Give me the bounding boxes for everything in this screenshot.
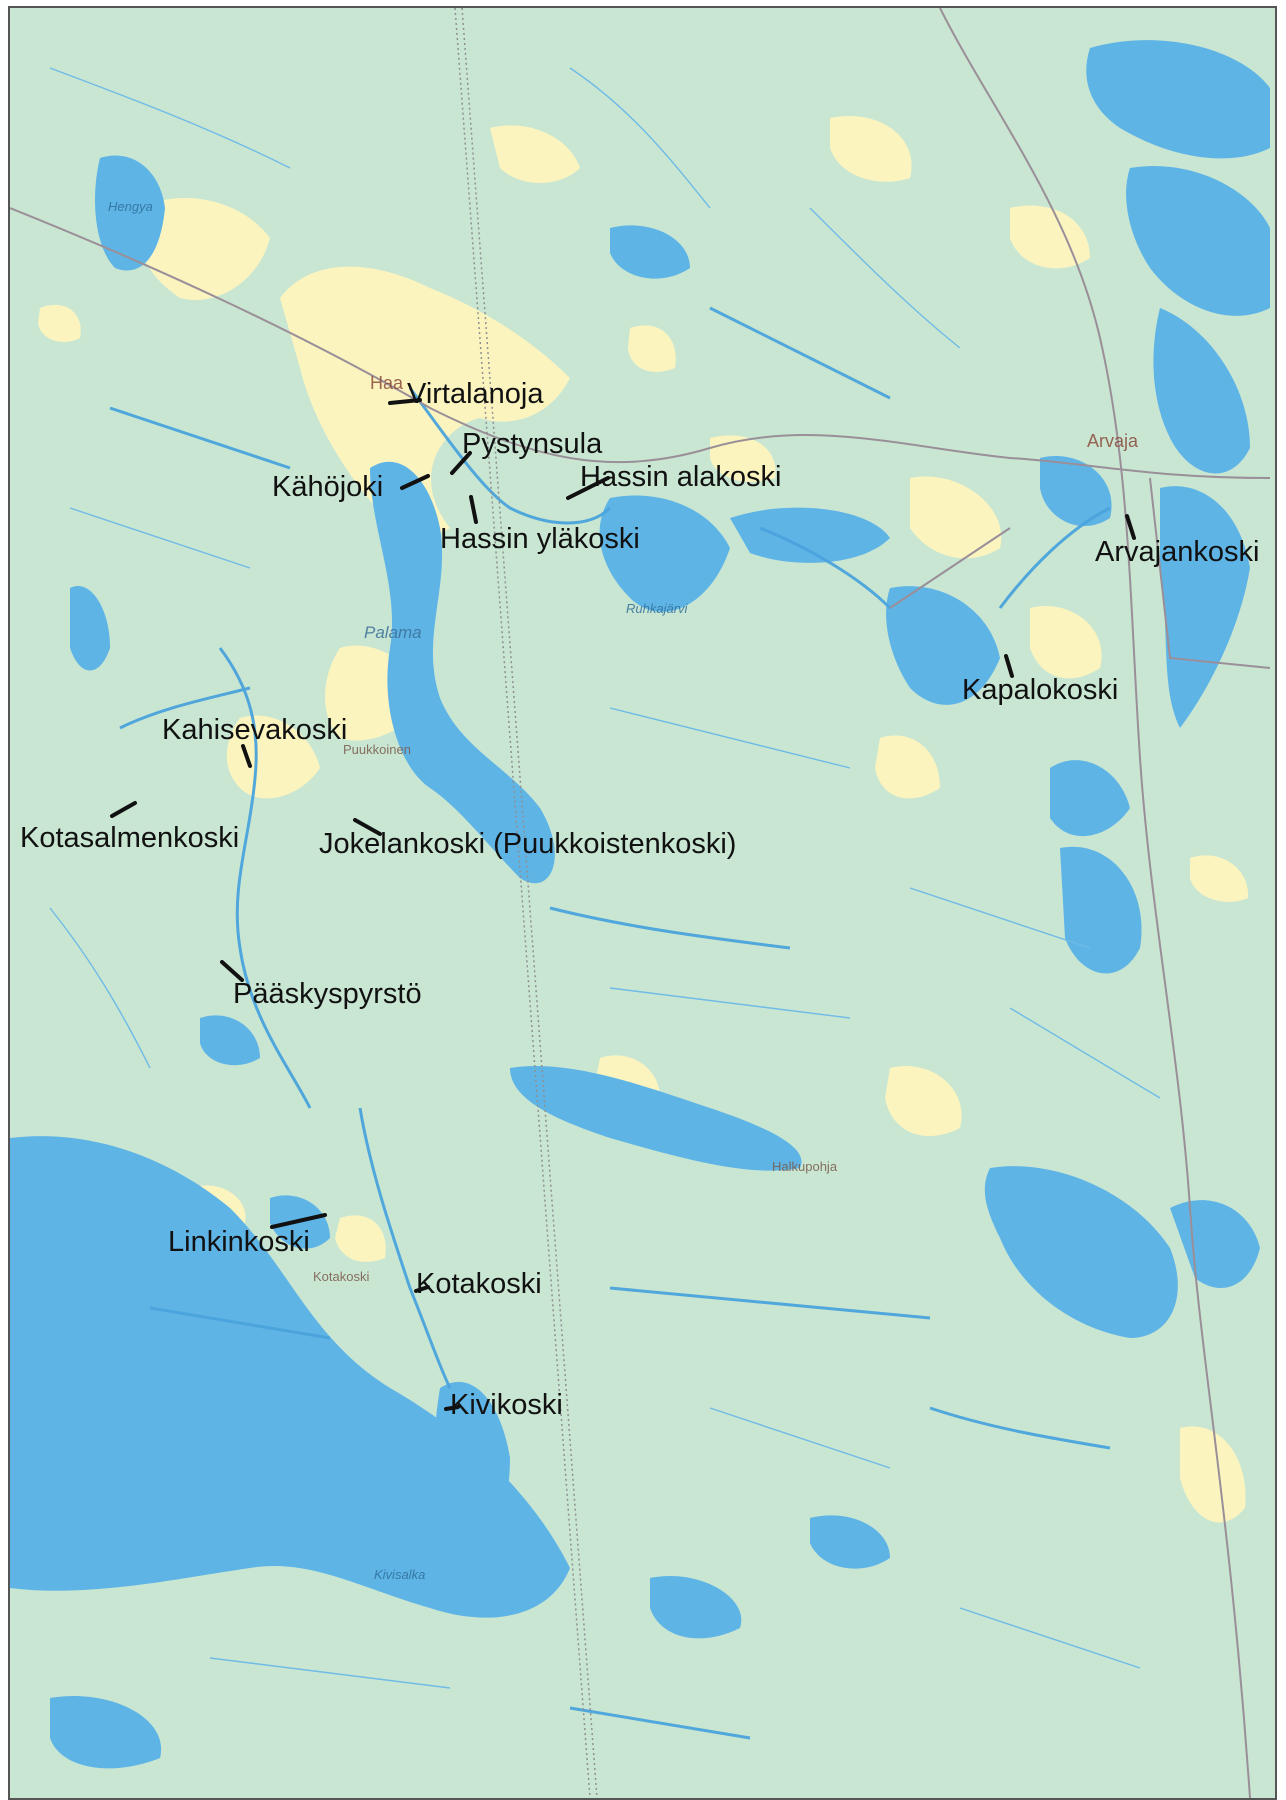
label-kotasalmenkoski: Kotasalmenkoski: [20, 822, 240, 854]
label-hassin-ylakoski: Hassin yläkoski: [440, 523, 640, 555]
label-virtalanoja: Virtalanoja: [407, 378, 544, 410]
roads: [10, 8, 1271, 1798]
map-name-hengya: Hengya: [108, 199, 153, 214]
map-name-puukkoinen: Puukkoinen: [343, 742, 411, 757]
leader-virtalanoja: [388, 398, 422, 405]
field-areas: [38, 116, 1249, 1523]
leader-jokelankoski: [353, 818, 382, 836]
leader-kapalokoski: [1004, 654, 1014, 678]
map-name-ruhkajarvi: Ruhkajärvi: [626, 601, 688, 616]
leader-kahisevakoski: [241, 744, 252, 768]
label-kapalokoski: Kapalokoski: [962, 674, 1119, 706]
leader-lines: [110, 398, 1136, 1411]
lakes: [10, 40, 1270, 1769]
map[interactable]: Arvaja Palama Puukkoinen Halkupohja Kota…: [8, 6, 1277, 1800]
leader-pystynsula: [450, 451, 472, 475]
leader-hassin-ylakoski: [469, 495, 478, 524]
map-name-kotakoski-village: Kotakoski: [313, 1269, 370, 1284]
leader-kivikoski: [444, 1405, 460, 1411]
map-name-haapa: Haa: [370, 373, 404, 393]
map-name-palama: Palama: [364, 623, 422, 642]
label-hassin-alakoski: Hassin alakoski: [580, 461, 782, 493]
label-paaskyspyrsto: Pääskyspyrstö: [233, 978, 422, 1010]
label-kahisevakoski: Kahisevakoski: [162, 714, 348, 746]
leader-kotakoski: [414, 1285, 430, 1293]
leader-kahojoki: [400, 474, 430, 490]
label-linkinkoski: Linkinkoski: [168, 1226, 310, 1258]
leader-arvajankoski: [1125, 514, 1136, 540]
leader-paaskyspyrsto: [220, 960, 244, 982]
leader-hassin-alakoski: [566, 476, 610, 500]
label-kotakoski: Kotakoski: [416, 1268, 542, 1300]
map-name-kivisalka: Kivisalka: [374, 1567, 426, 1582]
label-kahojoki: Kähöjoki: [272, 471, 384, 503]
label-arvajankoski: Arvajankoski: [1095, 536, 1260, 568]
leader-kotasalmenkoski: [110, 801, 137, 818]
map-name-halkupohja: Halkupohja: [772, 1159, 838, 1174]
brooks: [49, 67, 1161, 1689]
map-canvas: [10, 8, 1275, 1798]
leader-linkinkoski: [270, 1213, 327, 1229]
map-name-arvaja: Arvaja: [1087, 431, 1139, 451]
streams: [109, 306, 1111, 1740]
label-pystynsula: Pystynsula: [462, 428, 603, 460]
label-kivikoski: Kivikoski: [450, 1389, 563, 1421]
label-jokelankoski: Jokelankoski (Puukkoistenkoski): [319, 828, 737, 860]
power-line: [454, 8, 598, 1798]
